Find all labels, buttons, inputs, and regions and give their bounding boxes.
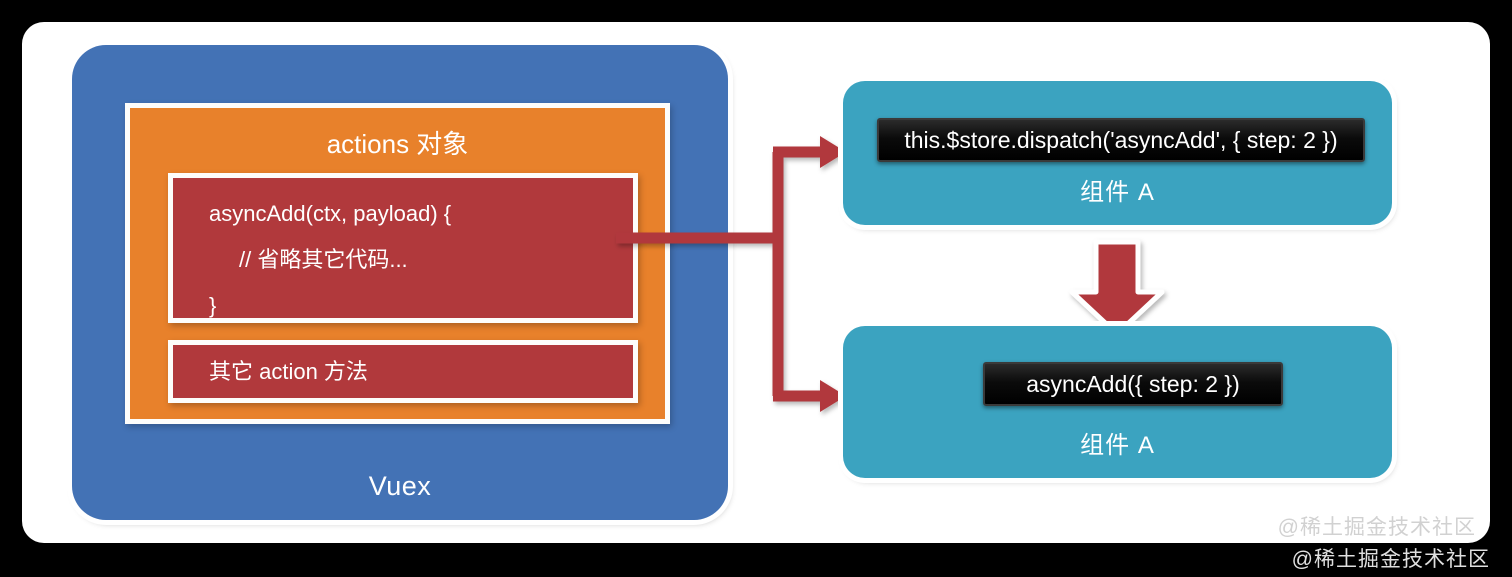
component-a-bottom: asyncAdd({ step: 2 }) 组件 A — [843, 326, 1392, 478]
async-add-comment-line: // 省略其它代码... — [239, 247, 408, 272]
dispatch-code-chip: this.$store.dispatch('asyncAdd', { step:… — [877, 118, 1365, 162]
async-add-call-chip: asyncAdd({ step: 2 }) — [983, 362, 1283, 406]
async-add-signature-line: asyncAdd(ctx, payload) { — [209, 201, 452, 226]
actions-object-box: actions 对象 asyncAdd(ctx, payload) { // 省… — [125, 103, 670, 424]
diagram-card: actions 对象 asyncAdd(ctx, payload) { // 省… — [22, 22, 1490, 543]
actions-object-title: actions 对象 — [326, 129, 469, 159]
watermark-card: @稀土掘金技术社区 — [1277, 516, 1476, 539]
component-down-block-arrow — [1069, 239, 1165, 337]
async-add-action-box: asyncAdd(ctx, payload) { // 省略其它代码... } — [168, 173, 638, 323]
component-a-bottom-label: 组件 A — [1080, 432, 1155, 459]
component-a-top-label: 组件 A — [1080, 179, 1155, 206]
other-actions-box: 其它 action 方法 — [168, 340, 638, 403]
vuex-label: Vuex — [368, 471, 432, 501]
other-actions-label: 其它 action 方法 — [209, 359, 368, 384]
vuex-container: actions 对象 asyncAdd(ctx, payload) { // 省… — [72, 45, 728, 520]
component-a-top: this.$store.dispatch('asyncAdd', { step:… — [843, 81, 1392, 225]
watermark-background: @稀土掘金技术社区 — [1291, 548, 1490, 571]
async-add-closing-brace-line: } — [209, 293, 217, 318]
